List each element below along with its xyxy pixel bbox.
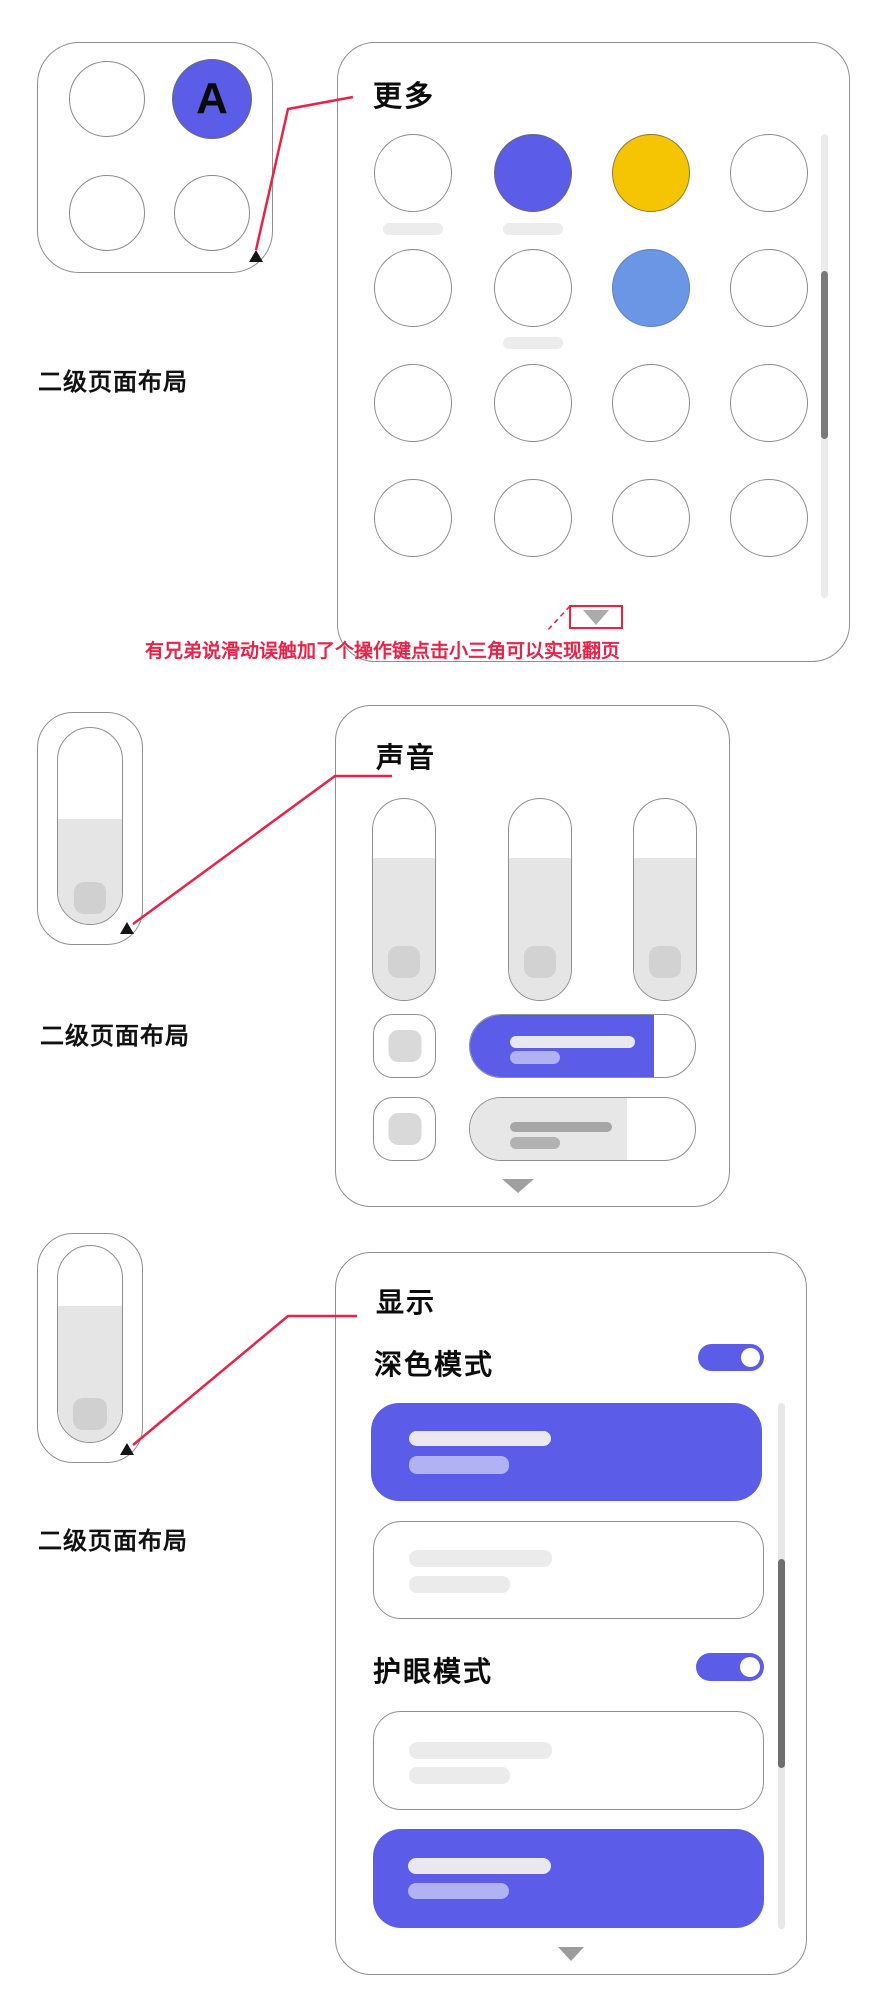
media-subtitle-placeholder [510,1137,560,1149]
grid-tile-r4c2[interactable] [494,479,572,557]
dark-mode-card-inactive[interactable] [373,1521,764,1619]
toggle-knob [740,1657,760,1677]
speaker-icon [388,946,420,978]
speaker-icon [524,946,556,978]
page-flip-highlight-box [569,605,623,629]
card-title-placeholder [409,1742,552,1759]
output-device-tile-2[interactable] [373,1097,436,1161]
media-title-placeholder [510,1036,635,1048]
thumb-brightness-slider[interactable] [57,1245,123,1443]
more-panel-title: 更多 [373,81,436,113]
sound-panel-title: 声音 [376,742,437,773]
dark-mode-label: 深色模式 [374,1349,495,1380]
slider-fill [509,858,571,1000]
slider-fill [373,858,435,1000]
sound-panel: 声音 [335,705,730,1207]
grid-tile-r1c4[interactable] [730,134,808,212]
speaker-icon [74,882,106,914]
display-panel: 显示 深色模式 护眼模式 [335,1252,807,1975]
grid-tile-r2c3[interactable] [612,249,690,327]
grid-tile-r4c3[interactable] [612,479,690,557]
card-title-placeholder [409,1431,551,1446]
card-subtitle-placeholder [409,1576,510,1593]
device-icon [388,1113,421,1145]
toggle-knob [741,1348,760,1367]
page-flip-down-triangle[interactable] [583,609,609,625]
more-panel: 更多 [337,42,850,662]
page-flip-up-triangle[interactable] [120,922,134,934]
card-subtitle-placeholder [409,1456,509,1474]
thumb-tile-3[interactable] [69,175,145,251]
sound-thumbnail-panel [37,712,143,945]
volume-slider-3[interactable] [633,798,697,1001]
media-subtitle-placeholder [510,1051,560,1064]
layout-caption-sound: 二级页面布局 [40,1023,190,1050]
dark-mode-toggle[interactable] [698,1344,764,1371]
media-progress-inactive[interactable] [469,1097,696,1161]
device-icon [388,1030,421,1062]
grid-tile-r2c1[interactable] [374,249,452,327]
media-title-placeholder [510,1122,612,1132]
grid-tile-r3c3[interactable] [612,364,690,442]
tile-letter-label: A [196,74,228,123]
grid-tile-r4c4[interactable] [730,479,808,557]
layout-caption-display: 二级页面布局 [38,1528,188,1555]
page-flip-up-triangle[interactable] [120,1443,134,1455]
eye-mode-card-inactive[interactable] [373,1711,764,1810]
slider-fill [634,858,696,1000]
grid-tile-r1c2[interactable] [494,134,572,212]
grid-tile-r3c4[interactable] [730,364,808,442]
card-subtitle-placeholder [408,1883,509,1899]
volume-slider-1[interactable] [372,798,436,1001]
page-flip-down-triangle[interactable] [558,1947,584,1961]
display-scrollbar-thumb[interactable] [778,1559,785,1768]
annotation-note: 有兄弟说滑动误触加了个操作键点击小三角可以实现翻页 [145,641,621,662]
card-title-placeholder [409,1550,552,1567]
thumb-tile-letter[interactable]: A [172,59,252,139]
tile-label-placeholder [503,337,563,349]
grid-tile-r3c1[interactable] [374,364,452,442]
display-panel-title: 显示 [376,1287,437,1318]
output-device-tile-1[interactable] [373,1014,436,1078]
layout-caption-more: 二级页面布局 [38,369,188,396]
display-thumbnail-panel [37,1233,143,1463]
grid-tile-r1c1[interactable] [374,134,452,212]
speaker-icon [649,946,681,978]
eye-mode-label: 护眼模式 [373,1656,494,1687]
thumb-volume-slider[interactable] [57,727,123,925]
grid-tile-r4c1[interactable] [374,479,452,557]
more-thumbnail-panel: A [37,42,273,273]
eye-mode-card-active[interactable] [373,1829,764,1928]
brightness-icon [73,1398,107,1430]
grid-tile-r1c3[interactable] [612,134,690,212]
card-title-placeholder [408,1858,551,1874]
tile-label-placeholder [503,223,563,235]
grid-tile-r3c2[interactable] [494,364,572,442]
thumb-tile-1[interactable] [69,61,145,137]
volume-slider-2[interactable] [508,798,572,1001]
leader-line-display [132,1314,357,1446]
card-subtitle-placeholder [409,1767,510,1784]
grid-tile-r2c2[interactable] [494,249,572,327]
thumb-tile-4[interactable] [174,175,250,251]
dark-mode-card-active[interactable] [371,1403,762,1501]
grid-tile-r2c4[interactable] [730,249,808,327]
page-flip-up-triangle[interactable] [249,250,263,262]
tile-label-placeholder [383,223,443,235]
page-flip-down-triangle[interactable] [502,1179,534,1193]
more-scrollbar-thumb[interactable] [821,271,828,439]
eye-mode-toggle[interactable] [696,1653,764,1681]
media-progress-active[interactable] [469,1014,696,1078]
